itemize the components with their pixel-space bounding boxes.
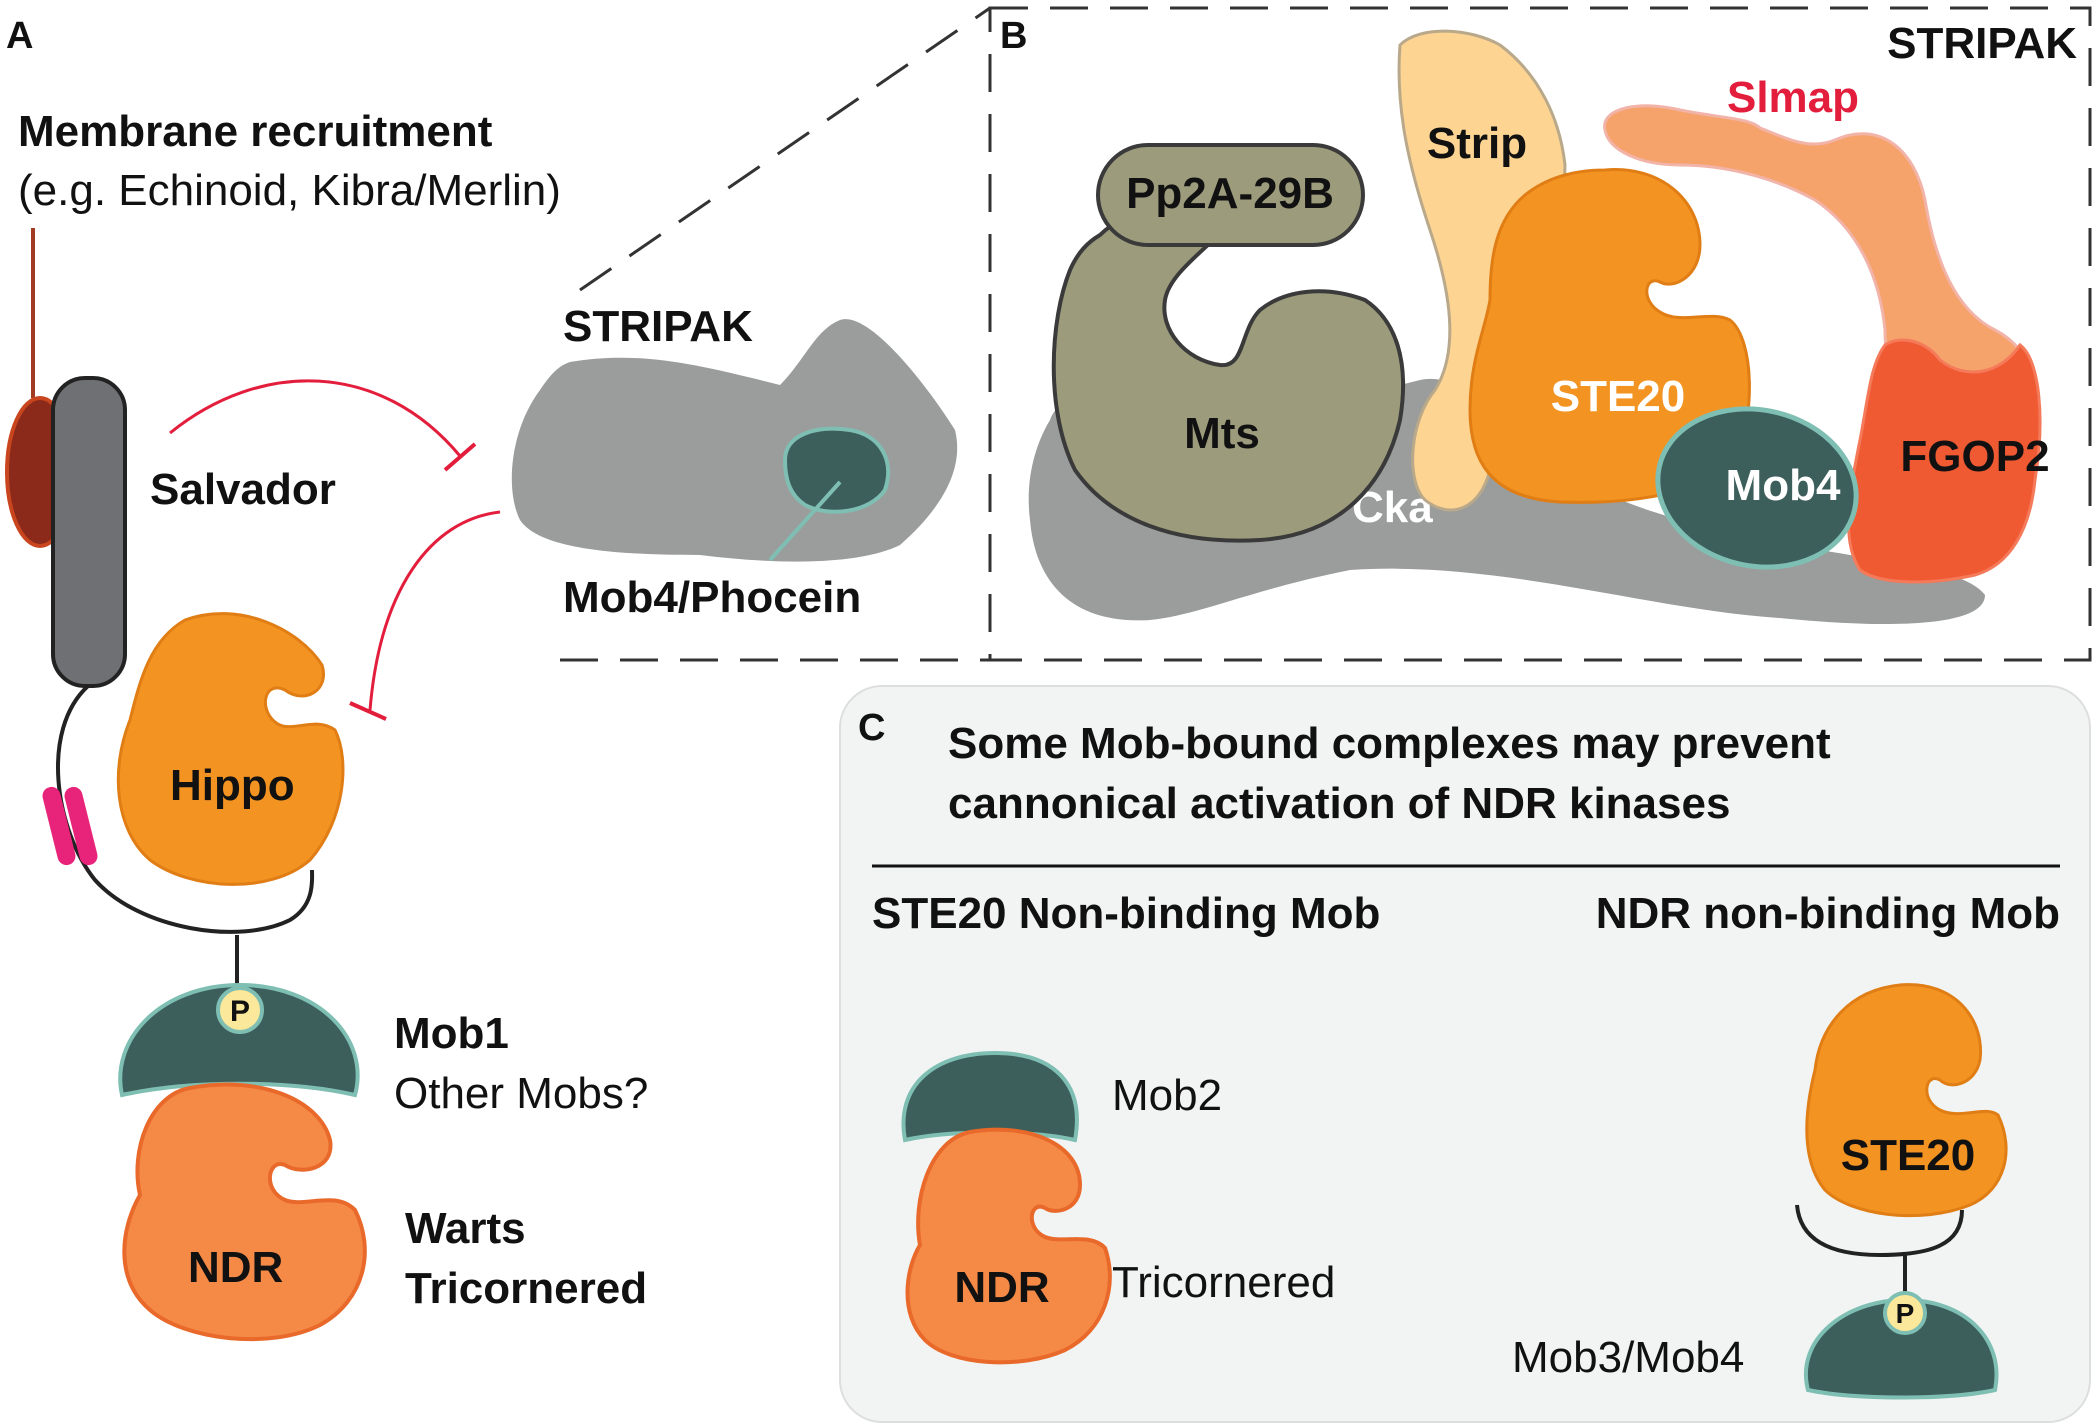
col1-header: STE20 Non-binding Mob <box>872 889 1380 938</box>
hippo-kinase <box>116 612 345 886</box>
panel-b-frame <box>988 6 2092 662</box>
warts-label: Warts <box>405 1204 526 1253</box>
other-mobs-label: Other Mobs? <box>394 1069 648 1118</box>
ndr-label-a: NDR <box>188 1243 283 1292</box>
mob1-phospho-label: P <box>230 995 250 1028</box>
inhibition-salvador-to-stripak <box>169 379 462 457</box>
fgop2-subunit <box>1846 338 2042 584</box>
mob4-phocein-label: Mob4/Phocein <box>563 573 861 622</box>
panel-c-letter: C <box>858 707 885 749</box>
panel-a-letter: A <box>6 15 33 57</box>
ndr-kinase-a <box>122 1082 367 1342</box>
ste20-linker-c <box>1795 1204 1964 1258</box>
zoom-line-top <box>579 6 991 292</box>
hippo-label: Hippo <box>170 761 295 810</box>
mob3-phospho <box>1883 1291 1927 1335</box>
pp2a-subunit <box>1096 143 1365 247</box>
salvador-protein <box>51 376 127 688</box>
tricornered-label-a: Tricornered <box>405 1264 647 1313</box>
inhibition-stripak-to-hippo <box>368 510 501 711</box>
mob4-label-b: Mob4 <box>1726 461 1841 510</box>
col2-header: NDR non-binding Mob <box>1596 889 2060 938</box>
mob4-phocein-mini <box>782 426 891 514</box>
salvador-label: Salvador <box>150 465 336 514</box>
pp2a-label: Pp2A-29B <box>1126 169 1334 218</box>
mob1-label: Mob1 <box>394 1009 509 1058</box>
membrane-subtitle: (e.g. Echinoid, Kibra/Merlin) <box>18 166 561 215</box>
mob4-phocein-pointer <box>768 480 842 562</box>
panel-c-box <box>839 685 2091 1423</box>
stripak-title-b: STRIPAK <box>1887 19 2077 68</box>
mts-label: Mts <box>1184 409 1260 458</box>
slmap-label: Slmap <box>1727 73 1859 122</box>
inhibition-bar-1 <box>443 442 477 472</box>
panel-c-title-2: cannonical activation of NDR kinases <box>948 779 1730 828</box>
stripak-mini-shape <box>511 319 958 562</box>
strip-label: Strip <box>1427 119 1527 168</box>
tricornered-label-c: Tricornered <box>1112 1258 1335 1307</box>
ste20-label-c: STE20 <box>1841 1131 1976 1180</box>
magenta-domain-2 <box>64 786 98 866</box>
ndr-label-c: NDR <box>954 1263 1049 1312</box>
mob3-mob4-label: Mob3/Mob4 <box>1512 1333 1744 1382</box>
ste20-label-b: STE20 <box>1551 372 1686 421</box>
mob3-mob4-protein <box>1804 1297 1999 1400</box>
mob3-phospho-label: P <box>1896 1298 1915 1329</box>
salvador-linker <box>55 684 315 934</box>
magenta-domain-1 <box>42 786 76 866</box>
ndr-kinase-c <box>905 1127 1112 1365</box>
mob2-label: Mob2 <box>1112 1071 1222 1120</box>
stripak-label-a: STRIPAK <box>563 302 753 351</box>
panel-c-title-1: Some Mob-bound complexes may prevent <box>948 719 1831 768</box>
mts-subunit <box>1051 206 1405 543</box>
membrane-title: Membrane recruitment <box>18 107 493 156</box>
inhibition-bar-2 <box>349 701 387 721</box>
fgop2-label: FGOP2 <box>1900 432 2049 481</box>
mob1-phospho <box>216 986 264 1034</box>
panel-b-letter: B <box>1000 15 1027 57</box>
mob4-subunit <box>1655 406 1859 570</box>
ste20-kinase-c <box>1805 983 2008 1218</box>
